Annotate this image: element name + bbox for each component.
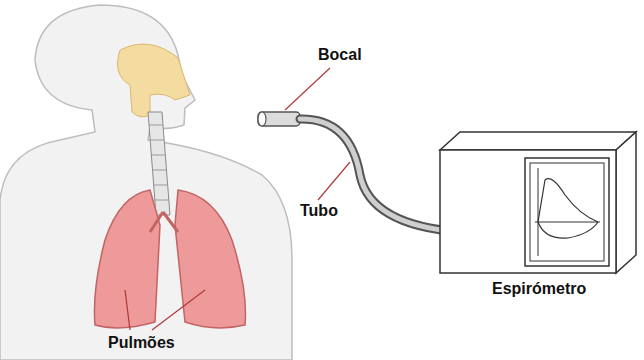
graph-axis: [535, 222, 600, 223]
leader-line: [318, 162, 350, 200]
part-label: Tubo: [300, 202, 338, 220]
right-lung: [175, 190, 245, 328]
part-label: Pulmões: [108, 334, 175, 352]
trachea-rings: [149, 125, 169, 200]
spirometer-screen: [525, 158, 609, 266]
leader-line: [125, 290, 130, 330]
part-label: Espirómetro: [492, 280, 586, 298]
leader-line: [285, 68, 330, 110]
tube-inner: [300, 119, 460, 232]
graph-axis: [538, 168, 539, 256]
bronchi: [150, 212, 178, 232]
screen-frame: [530, 163, 604, 261]
mouthpiece-opening: [258, 112, 266, 126]
part-label: Bocal: [318, 46, 362, 64]
flow-volume-curve: [538, 179, 598, 239]
spirometer-top: [440, 132, 636, 150]
body-silhouette: [0, 5, 292, 360]
leader-line: [152, 290, 205, 330]
nasal-cavity: [118, 44, 190, 117]
mouthpiece: [258, 112, 300, 126]
spirometer-front: [440, 150, 616, 273]
tube: [300, 119, 460, 232]
spirometer-side: [616, 132, 636, 273]
